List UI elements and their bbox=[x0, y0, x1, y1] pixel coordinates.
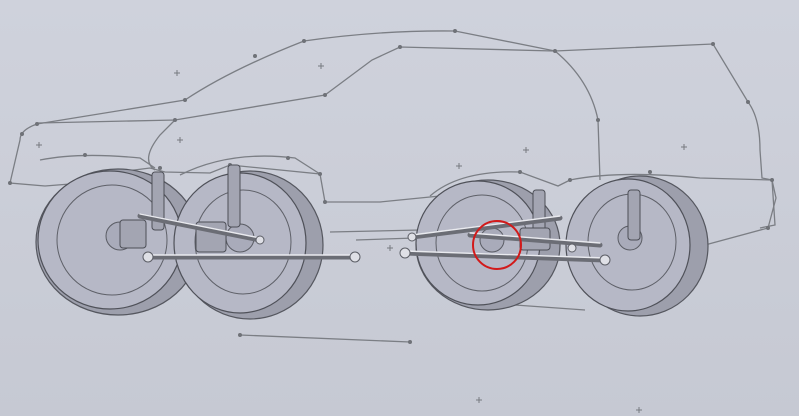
rear-wheel-arch[interactable] bbox=[429, 171, 776, 229]
rear-strut-right[interactable] bbox=[627, 189, 641, 241]
ground-line[interactable] bbox=[239, 334, 411, 343]
front-right-wheel[interactable] bbox=[173, 170, 324, 320]
pillar-line[interactable] bbox=[554, 50, 601, 181]
front-axle-assembly[interactable] bbox=[35, 164, 361, 320]
rear-tie-rod[interactable] bbox=[399, 247, 611, 266]
rear-right-wheel[interactable] bbox=[565, 175, 709, 317]
hood-line[interactable] bbox=[9, 123, 46, 187]
construction-markers bbox=[36, 63, 687, 413]
rear-floor-line[interactable] bbox=[514, 304, 586, 311]
front-tie-rod[interactable] bbox=[142, 251, 361, 263]
front-control-arm[interactable] bbox=[137, 213, 265, 245]
rear-upper-link[interactable] bbox=[407, 215, 563, 242]
front-strut-left[interactable] bbox=[119, 171, 165, 249]
underbody-line[interactable] bbox=[329, 229, 421, 241]
rear-axle-assembly[interactable] bbox=[399, 175, 709, 317]
sketch-points bbox=[8, 29, 774, 344]
window-line[interactable] bbox=[174, 46, 555, 121]
red-selection-circle[interactable] bbox=[472, 220, 522, 270]
front-wheel-arch[interactable] bbox=[39, 154, 156, 169]
front-wheel-arch-2[interactable] bbox=[179, 155, 321, 176]
rear-lower-link[interactable] bbox=[467, 232, 603, 253]
roof-line[interactable] bbox=[36, 30, 773, 181]
beltline[interactable] bbox=[37, 119, 177, 171]
rear-bumper[interactable] bbox=[704, 179, 777, 246]
